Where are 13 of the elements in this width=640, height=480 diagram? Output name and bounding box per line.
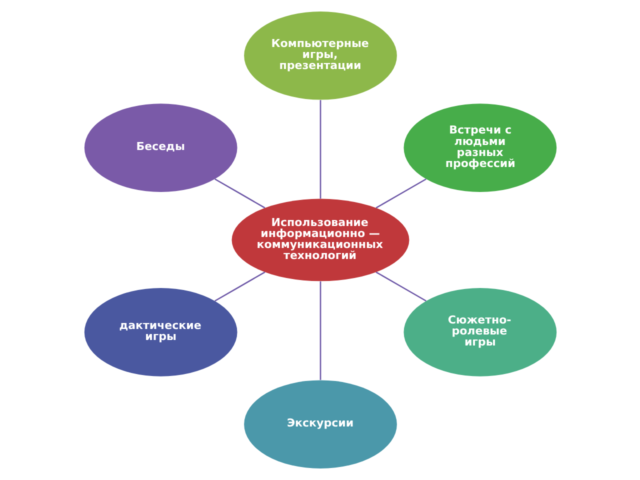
connector: [319, 100, 321, 199]
node-ellipse: Беседы: [84, 104, 237, 192]
connector: [214, 272, 265, 302]
connector: [375, 178, 426, 208]
connector: [375, 272, 426, 302]
node-ellipse: Компьютерные игры, презентации: [244, 11, 396, 100]
connector: [214, 178, 265, 208]
node-ellipse: Встречи с людьми разных профессий: [403, 104, 556, 192]
node-ellipse: Сюжетно-ролевые игры: [403, 288, 556, 376]
node-ellipse: Экскурсии: [244, 380, 396, 469]
node-ellipse: Использование информационно — коммуникационных технологий: [231, 198, 409, 282]
node-ellipse: дактические игры: [84, 288, 237, 376]
connector: [319, 281, 321, 380]
